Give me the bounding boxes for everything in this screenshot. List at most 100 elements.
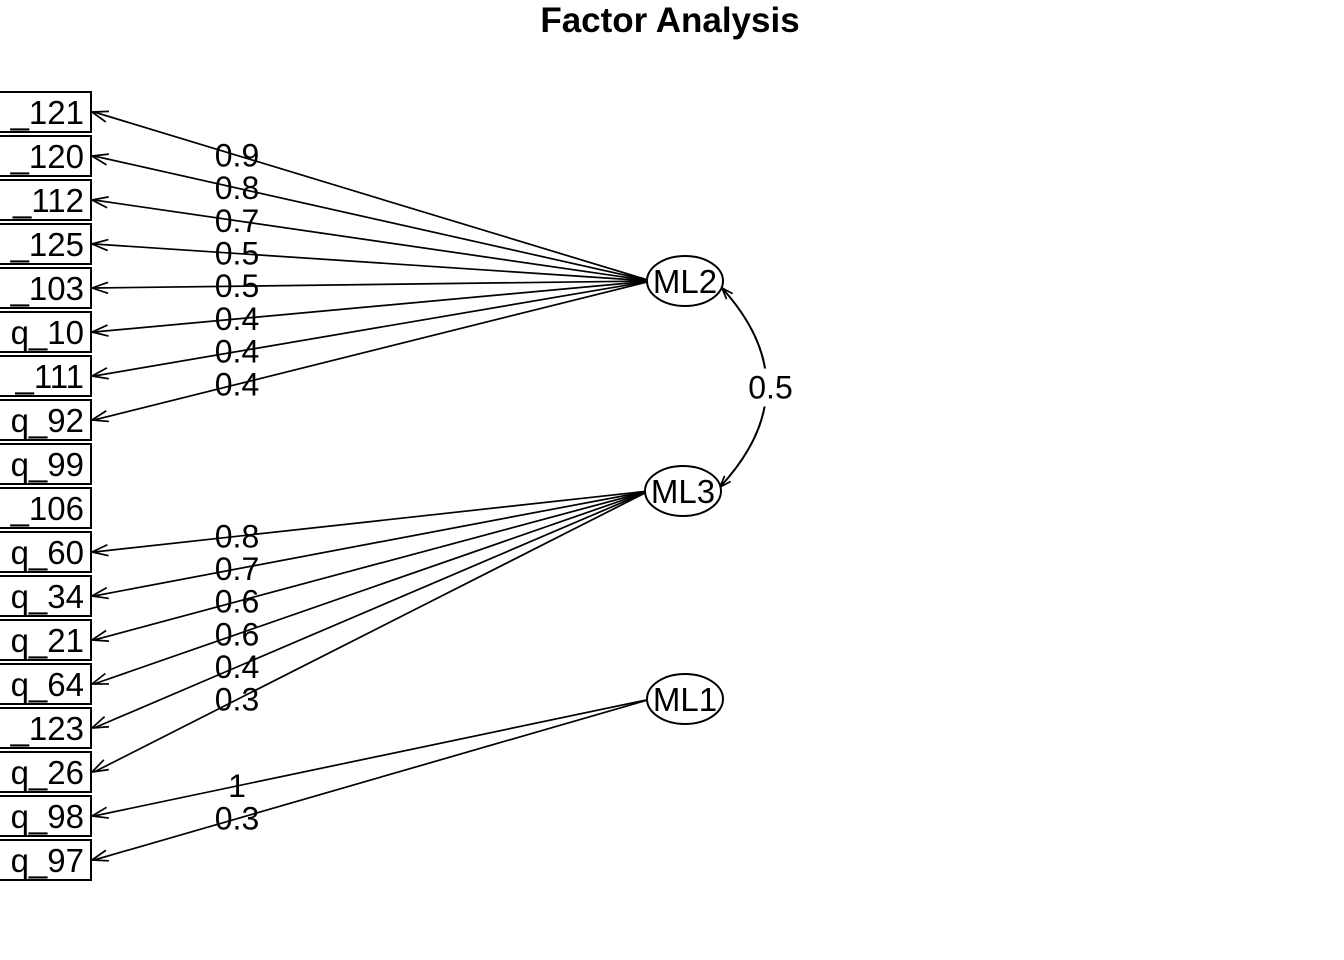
variable-label: q_98 xyxy=(11,798,84,835)
correlation-label-bg xyxy=(741,368,800,407)
loading-label: 0.5 xyxy=(215,268,259,304)
variable-label: _120 xyxy=(10,138,84,175)
variable-label: q_97 xyxy=(11,842,84,879)
loading-arrow xyxy=(93,111,652,282)
loading-arrow xyxy=(93,243,652,282)
loading-label: 0.5 xyxy=(215,235,259,271)
variable-box xyxy=(0,223,92,265)
factor-label: ML1 xyxy=(653,681,717,718)
loading-arrow xyxy=(93,490,650,685)
arrowhead xyxy=(721,287,734,295)
variable-label: q_99 xyxy=(11,446,84,483)
variable-box xyxy=(0,355,92,397)
arrowhead xyxy=(719,480,732,488)
variable-box xyxy=(0,399,92,441)
variable-label: _123 xyxy=(10,710,84,747)
variable-label: q_60 xyxy=(11,534,84,571)
factor-ellipse xyxy=(644,465,722,517)
variable-box xyxy=(0,839,92,881)
loading-label: 0.8 xyxy=(215,170,259,206)
variable-label: _111 xyxy=(14,358,84,395)
loading-label: 1 xyxy=(228,768,246,804)
loading-arrow xyxy=(93,698,652,861)
loading-label: 0.4 xyxy=(215,301,259,337)
loading-arrow xyxy=(93,490,650,773)
variable-box xyxy=(0,795,92,837)
loading-label: 0.6 xyxy=(215,584,259,620)
variable-box xyxy=(0,267,92,309)
factor-label: ML2 xyxy=(653,263,717,300)
loading-label: 0.4 xyxy=(215,366,259,402)
variable-label: q_64 xyxy=(11,666,84,703)
variable-label: _103 xyxy=(10,270,84,307)
arrowhead xyxy=(91,324,108,333)
loading-label: 0.3 xyxy=(215,682,259,718)
variable-label: q_21 xyxy=(11,622,84,659)
arrowhead xyxy=(91,110,110,113)
page-title: Factor Analysis xyxy=(540,1,799,40)
arrowhead xyxy=(91,375,109,380)
arrowhead xyxy=(91,111,107,123)
loading-arrow xyxy=(93,490,650,553)
arrowhead xyxy=(91,672,106,685)
arrowhead xyxy=(91,815,109,819)
arrowhead xyxy=(91,551,109,557)
loading-label: 0.7 xyxy=(215,203,259,239)
arrowhead xyxy=(91,629,107,641)
loading-label: 0.8 xyxy=(215,518,259,554)
edges-layer xyxy=(91,110,768,862)
arrowhead xyxy=(91,849,107,861)
arrowhead xyxy=(91,639,110,642)
arrowhead xyxy=(91,155,107,166)
arrowhead xyxy=(91,859,110,862)
factor-label: ML3 xyxy=(651,473,715,510)
arrowhead xyxy=(721,287,728,300)
variable-box xyxy=(0,619,92,661)
loading-arrow xyxy=(93,280,652,377)
loading-arrow xyxy=(93,490,650,729)
arrowhead xyxy=(91,287,109,295)
loading-label: 0.6 xyxy=(215,616,259,652)
variable-label: q_26 xyxy=(11,754,84,791)
arrowhead xyxy=(91,238,109,245)
arrowhead xyxy=(91,199,108,209)
variable-box xyxy=(0,443,92,485)
loading-arrow xyxy=(93,199,652,282)
variable-box xyxy=(0,135,92,177)
variable-label: _125 xyxy=(10,226,84,263)
variable-label: _112 xyxy=(12,182,84,219)
loading-label: 0.7 xyxy=(215,551,259,587)
loading-label: 0.4 xyxy=(215,334,259,370)
variable-box xyxy=(0,575,92,617)
arrowhead xyxy=(91,768,109,773)
loading-arrow xyxy=(93,490,650,597)
nodes-layer xyxy=(0,91,724,881)
variable-box xyxy=(0,663,92,705)
arrowhead xyxy=(91,759,105,773)
arrowhead xyxy=(91,543,108,553)
loading-label: 0.4 xyxy=(215,649,259,685)
arrowhead xyxy=(91,586,108,597)
arrowhead xyxy=(91,410,107,421)
variable-box xyxy=(0,311,92,353)
factor-ellipse xyxy=(646,673,724,725)
loading-arrow xyxy=(93,280,652,333)
correlation-label: 0.5 xyxy=(748,370,792,406)
loading-label: 0.3 xyxy=(215,801,259,837)
arrowhead xyxy=(91,281,109,289)
arrowhead xyxy=(91,196,109,201)
labels-layer: 0.90.80.70.50.50.40.40.40.80.70.60.60.40… xyxy=(10,94,800,879)
variable-label: _121 xyxy=(10,94,84,131)
arrowhead xyxy=(91,806,108,817)
variable-label: q_10 xyxy=(11,314,84,351)
loading-arrow xyxy=(93,490,650,641)
arrowhead xyxy=(91,419,110,423)
arrowhead xyxy=(91,715,106,729)
loading-arrow xyxy=(93,280,652,421)
variable-box xyxy=(0,531,92,573)
variable-box xyxy=(0,751,92,793)
arrowhead xyxy=(91,367,108,377)
factor-ellipse xyxy=(646,255,724,307)
arrowhead xyxy=(91,595,109,600)
